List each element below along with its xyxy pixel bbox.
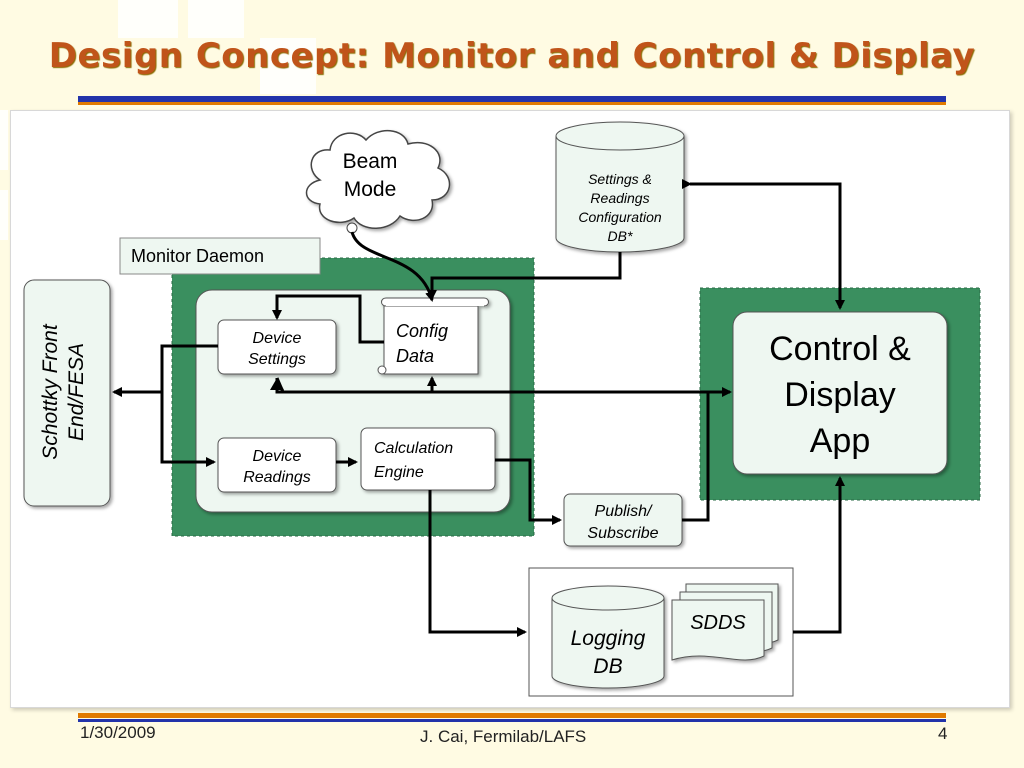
device-readings-line1: Device <box>253 448 302 465</box>
logging-db-line1: Logging <box>571 627 646 650</box>
background-square <box>0 110 8 170</box>
control-display-line3: App <box>810 422 871 460</box>
logging-db-cylinder <box>551 585 665 689</box>
monitor-daemon-label-box <box>119 237 321 275</box>
background-square <box>0 190 8 240</box>
beam-mode-line2: Mode <box>344 178 397 201</box>
config-data-line2: Data <box>396 346 434 366</box>
publish-subscribe-line1: Publish/ <box>595 503 653 520</box>
beam-mode-line1: Beam <box>343 150 398 173</box>
beam-mode-cloud <box>305 130 451 229</box>
publish-subscribe-line2: Subscribe <box>587 525 658 542</box>
footer-page-number: 4 <box>938 724 948 743</box>
calculation-engine-line2: Engine <box>374 464 424 481</box>
schottky-line2: End/FESA <box>65 343 88 441</box>
device-settings-line2: Settings <box>248 351 306 368</box>
settings-db-line4: DB* <box>608 228 633 244</box>
title-rule-top <box>78 96 946 102</box>
sdds-documents-icon <box>671 583 779 661</box>
device-settings-line1: Device <box>253 330 302 347</box>
control-display-line2: Display <box>784 376 895 414</box>
title-rule-bottom <box>78 102 946 105</box>
device-readings-box[interactable] <box>217 437 337 493</box>
device-readings-line2: Readings <box>243 469 311 486</box>
background-square <box>260 38 316 94</box>
background-square <box>118 0 178 38</box>
settings-db-line3: Configuration <box>578 209 661 225</box>
footer-author: J. Cai, Fermilab/LAFS <box>420 727 587 746</box>
footer-rule-bottom <box>78 719 946 722</box>
settings-db-line2: Readings <box>590 190 649 206</box>
control-display-line1: Control & <box>769 330 911 368</box>
settings-db-cylinder <box>555 121 685 253</box>
logging-db-line2: DB <box>593 655 622 678</box>
settings-db-line1: Settings & <box>588 171 652 187</box>
sdds-label: SDDS <box>690 612 746 634</box>
slide-title: Design Concept: Monitor and Control & Di… <box>48 36 976 76</box>
footer-date: 1/30/2009 <box>80 723 156 742</box>
footer-rule-top <box>78 713 946 718</box>
background-square <box>188 0 244 38</box>
control-display-app-box[interactable] <box>732 311 948 475</box>
monitor-daemon-label: Monitor Daemon <box>131 246 264 266</box>
schottky-front-end-box[interactable] <box>23 279 111 507</box>
config-data-scroll <box>377 297 489 375</box>
schottky-line1: Schottky Front <box>39 323 62 460</box>
calculation-engine-line1: Calculation <box>374 440 453 457</box>
config-data-line1: Config <box>396 321 448 341</box>
